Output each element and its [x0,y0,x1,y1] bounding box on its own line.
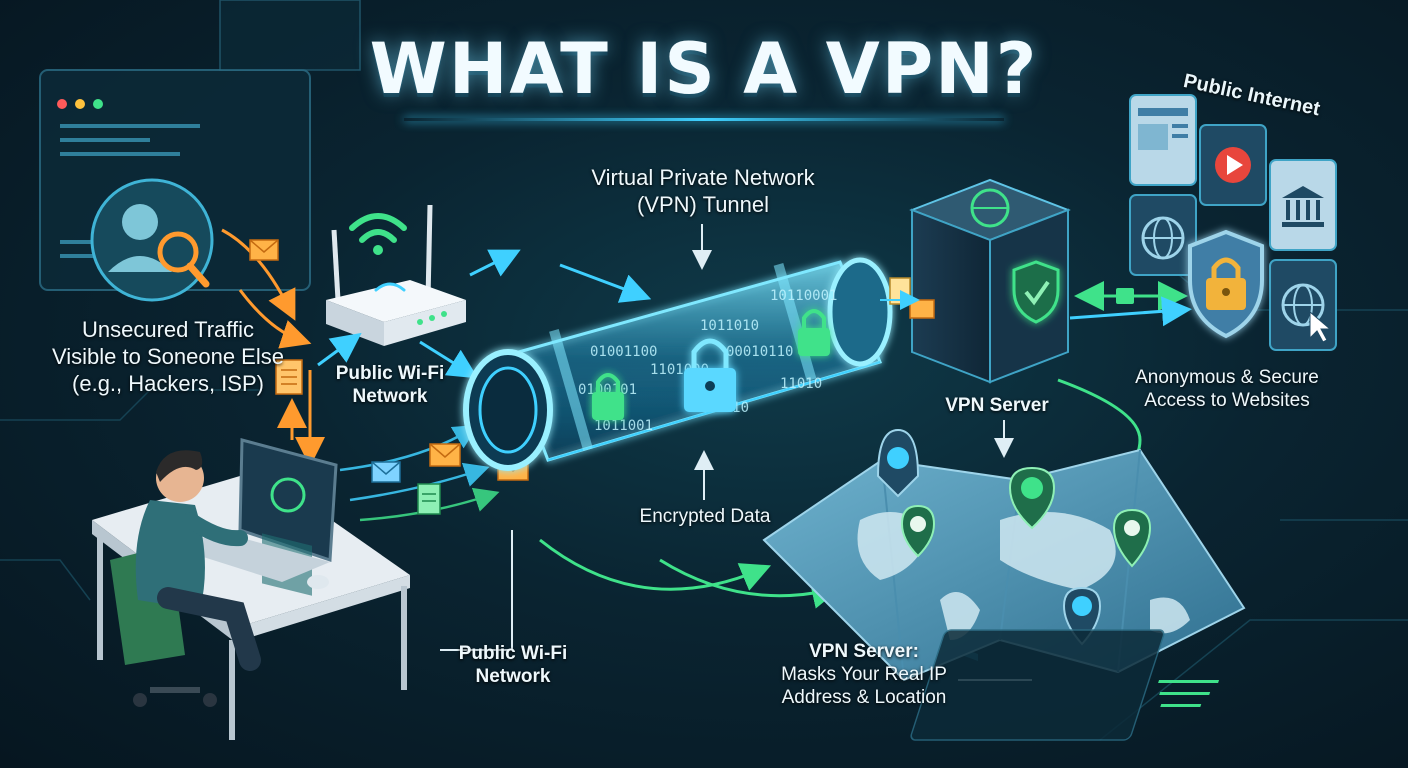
play-icon [1215,147,1251,183]
padlock-icon [798,309,830,356]
envelope-icon [429,443,461,467]
document-icon [275,359,303,395]
map-pin-icon [1008,466,1056,530]
globe-icon [1141,216,1185,260]
title-underline [404,118,1004,121]
mouse-icon [307,575,329,589]
padlock-icon [684,338,736,412]
shield-check-icon [1012,260,1060,324]
envelope-icon [371,461,401,483]
anonymous-access-label: Anonymous & Secure Access to Websites [1135,367,1319,411]
person [110,450,261,707]
laptop-icon [175,438,338,596]
page-title: WHAT IS A VPN? [369,28,1039,110]
encrypted-data-label: Encrypted Data [639,506,771,527]
data-stream [339,424,500,522]
padlock-icon [1116,288,1134,304]
map-pin-icon [1112,508,1152,568]
globe-icon [1281,283,1325,327]
code-window-top [219,0,361,71]
cursor-icon [1309,310,1332,343]
public-wifi-router-label: Public Wi-Fi Network [335,363,445,407]
unsecured-traffic-arrows [221,228,325,467]
envelope-icon [249,239,279,261]
unsecured-traffic-label: Unsecured Traffic Visible to Soneone Els… [52,317,284,396]
map-pin-icon [876,428,920,498]
router-arrows [317,249,652,379]
vpn-server-label: VPN Server [945,395,1049,416]
vpn-tunnel-label: Virtual Private Network (VPN) Tunnel [591,165,815,217]
bank-icon [1282,186,1324,227]
public-wifi-bottom-label: Public Wi-Fi Network [458,643,568,687]
vpn-tunnel: 01001100 1011010 10110001 0100101 110100… [463,257,893,471]
map-pin-icon [900,504,936,558]
shield-lock-icon [1188,229,1264,339]
router-icon [326,204,466,346]
padlock-icon [592,373,624,420]
vpn-server-masks-label: VPN Server: Masks Your Real IP Address &… [781,641,947,708]
data-to-server [880,277,935,319]
code-window-right [910,629,1220,741]
document-icon [417,483,441,515]
wifi-icon [349,213,407,292]
routing-arrows [539,281,1192,609]
user-magnifier-icon [90,178,214,302]
